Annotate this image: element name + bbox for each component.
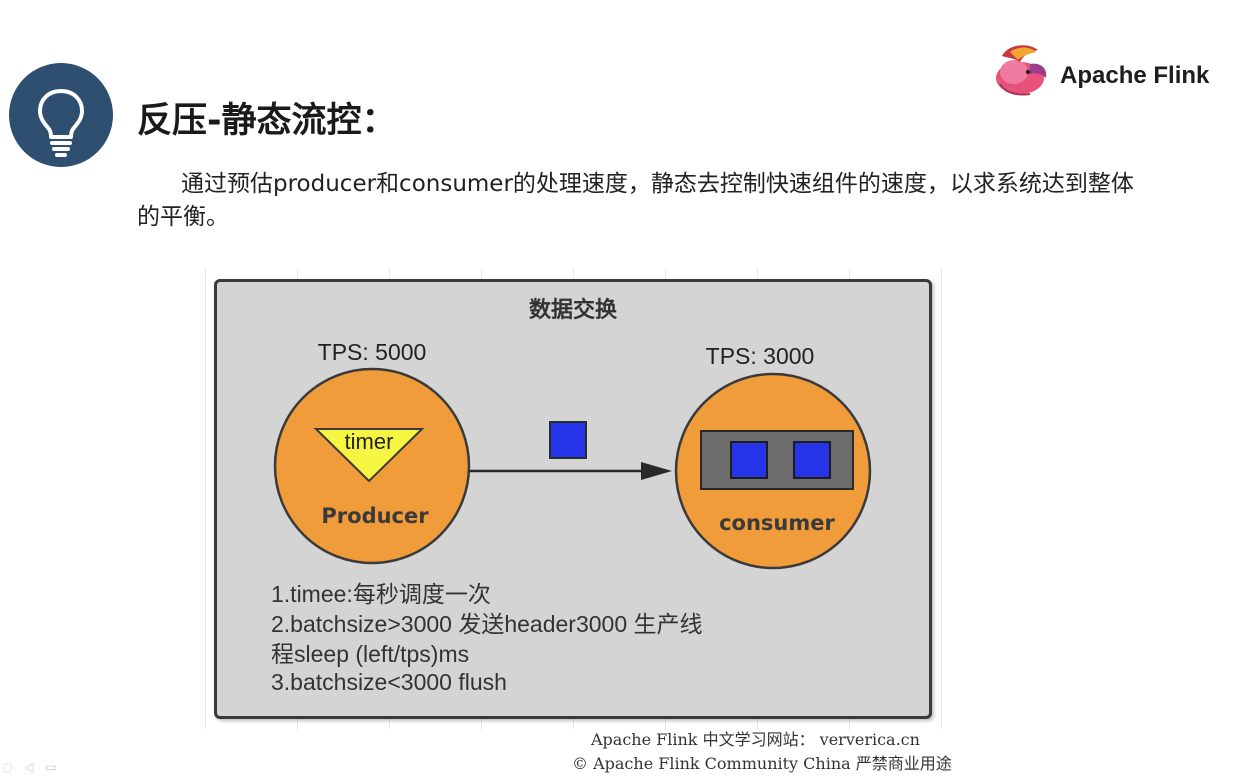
- note-line: 程sleep (left/tps)ms: [271, 641, 469, 667]
- consumer-tps-label: TPS: 3000: [706, 343, 815, 369]
- producer-name: Producer: [321, 504, 429, 528]
- slide-title: 反压-静态流控：: [137, 101, 397, 141]
- timer-triangle: [313, 428, 425, 483]
- diagram-heading: 数据交换: [529, 297, 618, 323]
- timer-label: timer: [345, 429, 394, 454]
- flink-squirrel-logo: [996, 45, 1047, 96]
- logo-text: Apache Flink: [1060, 62, 1210, 89]
- footer-copyright: © Apache Flink Community China 严禁商业用途: [572, 754, 952, 773]
- note-line: 2.batchsize>3000 发送header3000 生产线: [271, 611, 703, 637]
- footer-website: Apache Flink 中文学习网站： ververica.cn: [591, 730, 920, 749]
- buffered-packet: [793, 441, 831, 479]
- note-line: 3.batchsize<3000 flush: [271, 669, 507, 695]
- transfer-arrow-head: [641, 462, 672, 480]
- note-line: 1.timee:每秒调度一次: [271, 581, 491, 607]
- data-packet: [549, 421, 587, 459]
- producer-tps-label: TPS: 5000: [318, 339, 427, 365]
- presentation-controls-icon[interactable]: ◌ ◁ ▭: [2, 760, 61, 774]
- data-exchange-diagram: 数据交换 TPS: 5000 TPS: 3000 timer Producer …: [214, 279, 932, 719]
- apache-flink-logo: Apache Flink: [990, 40, 1230, 100]
- slide-description: 通过预估producer和consumer的处理速度，静态去控制快速组件的速度，…: [137, 171, 1134, 230]
- buffered-packet: [730, 441, 768, 479]
- lightbulb-icon: [9, 63, 113, 167]
- consumer-name: consumer: [719, 511, 835, 535]
